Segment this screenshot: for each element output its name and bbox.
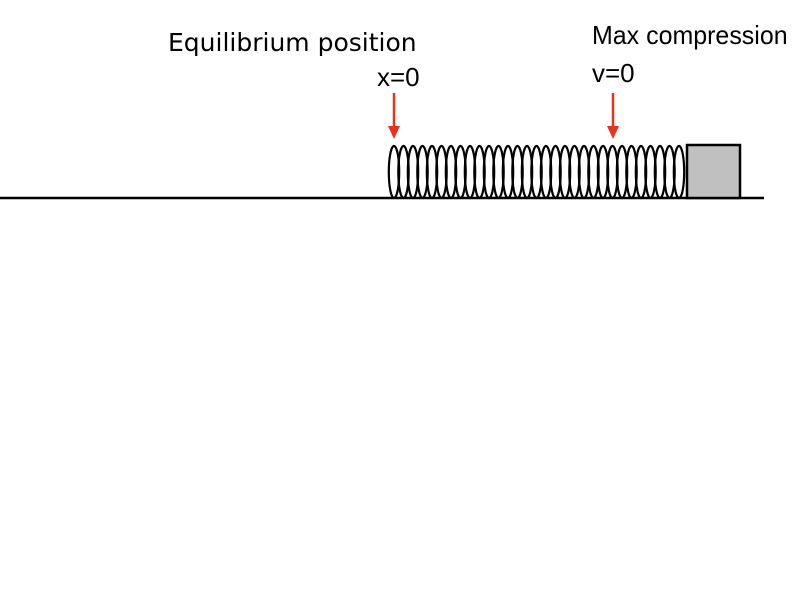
max-compression-value: v=0 bbox=[592, 58, 635, 88]
block-icon bbox=[685, 143, 742, 200]
max-compression-arrow-icon bbox=[607, 93, 619, 139]
spring-coil bbox=[672, 144, 686, 200]
spring-icon bbox=[387, 144, 686, 200]
max-compression-label: Max compression bbox=[592, 20, 788, 50]
equilibrium-value: x=0 bbox=[377, 62, 420, 92]
equilibrium-arrow-icon bbox=[388, 93, 400, 139]
equilibrium-label: Equilibrium position bbox=[168, 28, 417, 57]
